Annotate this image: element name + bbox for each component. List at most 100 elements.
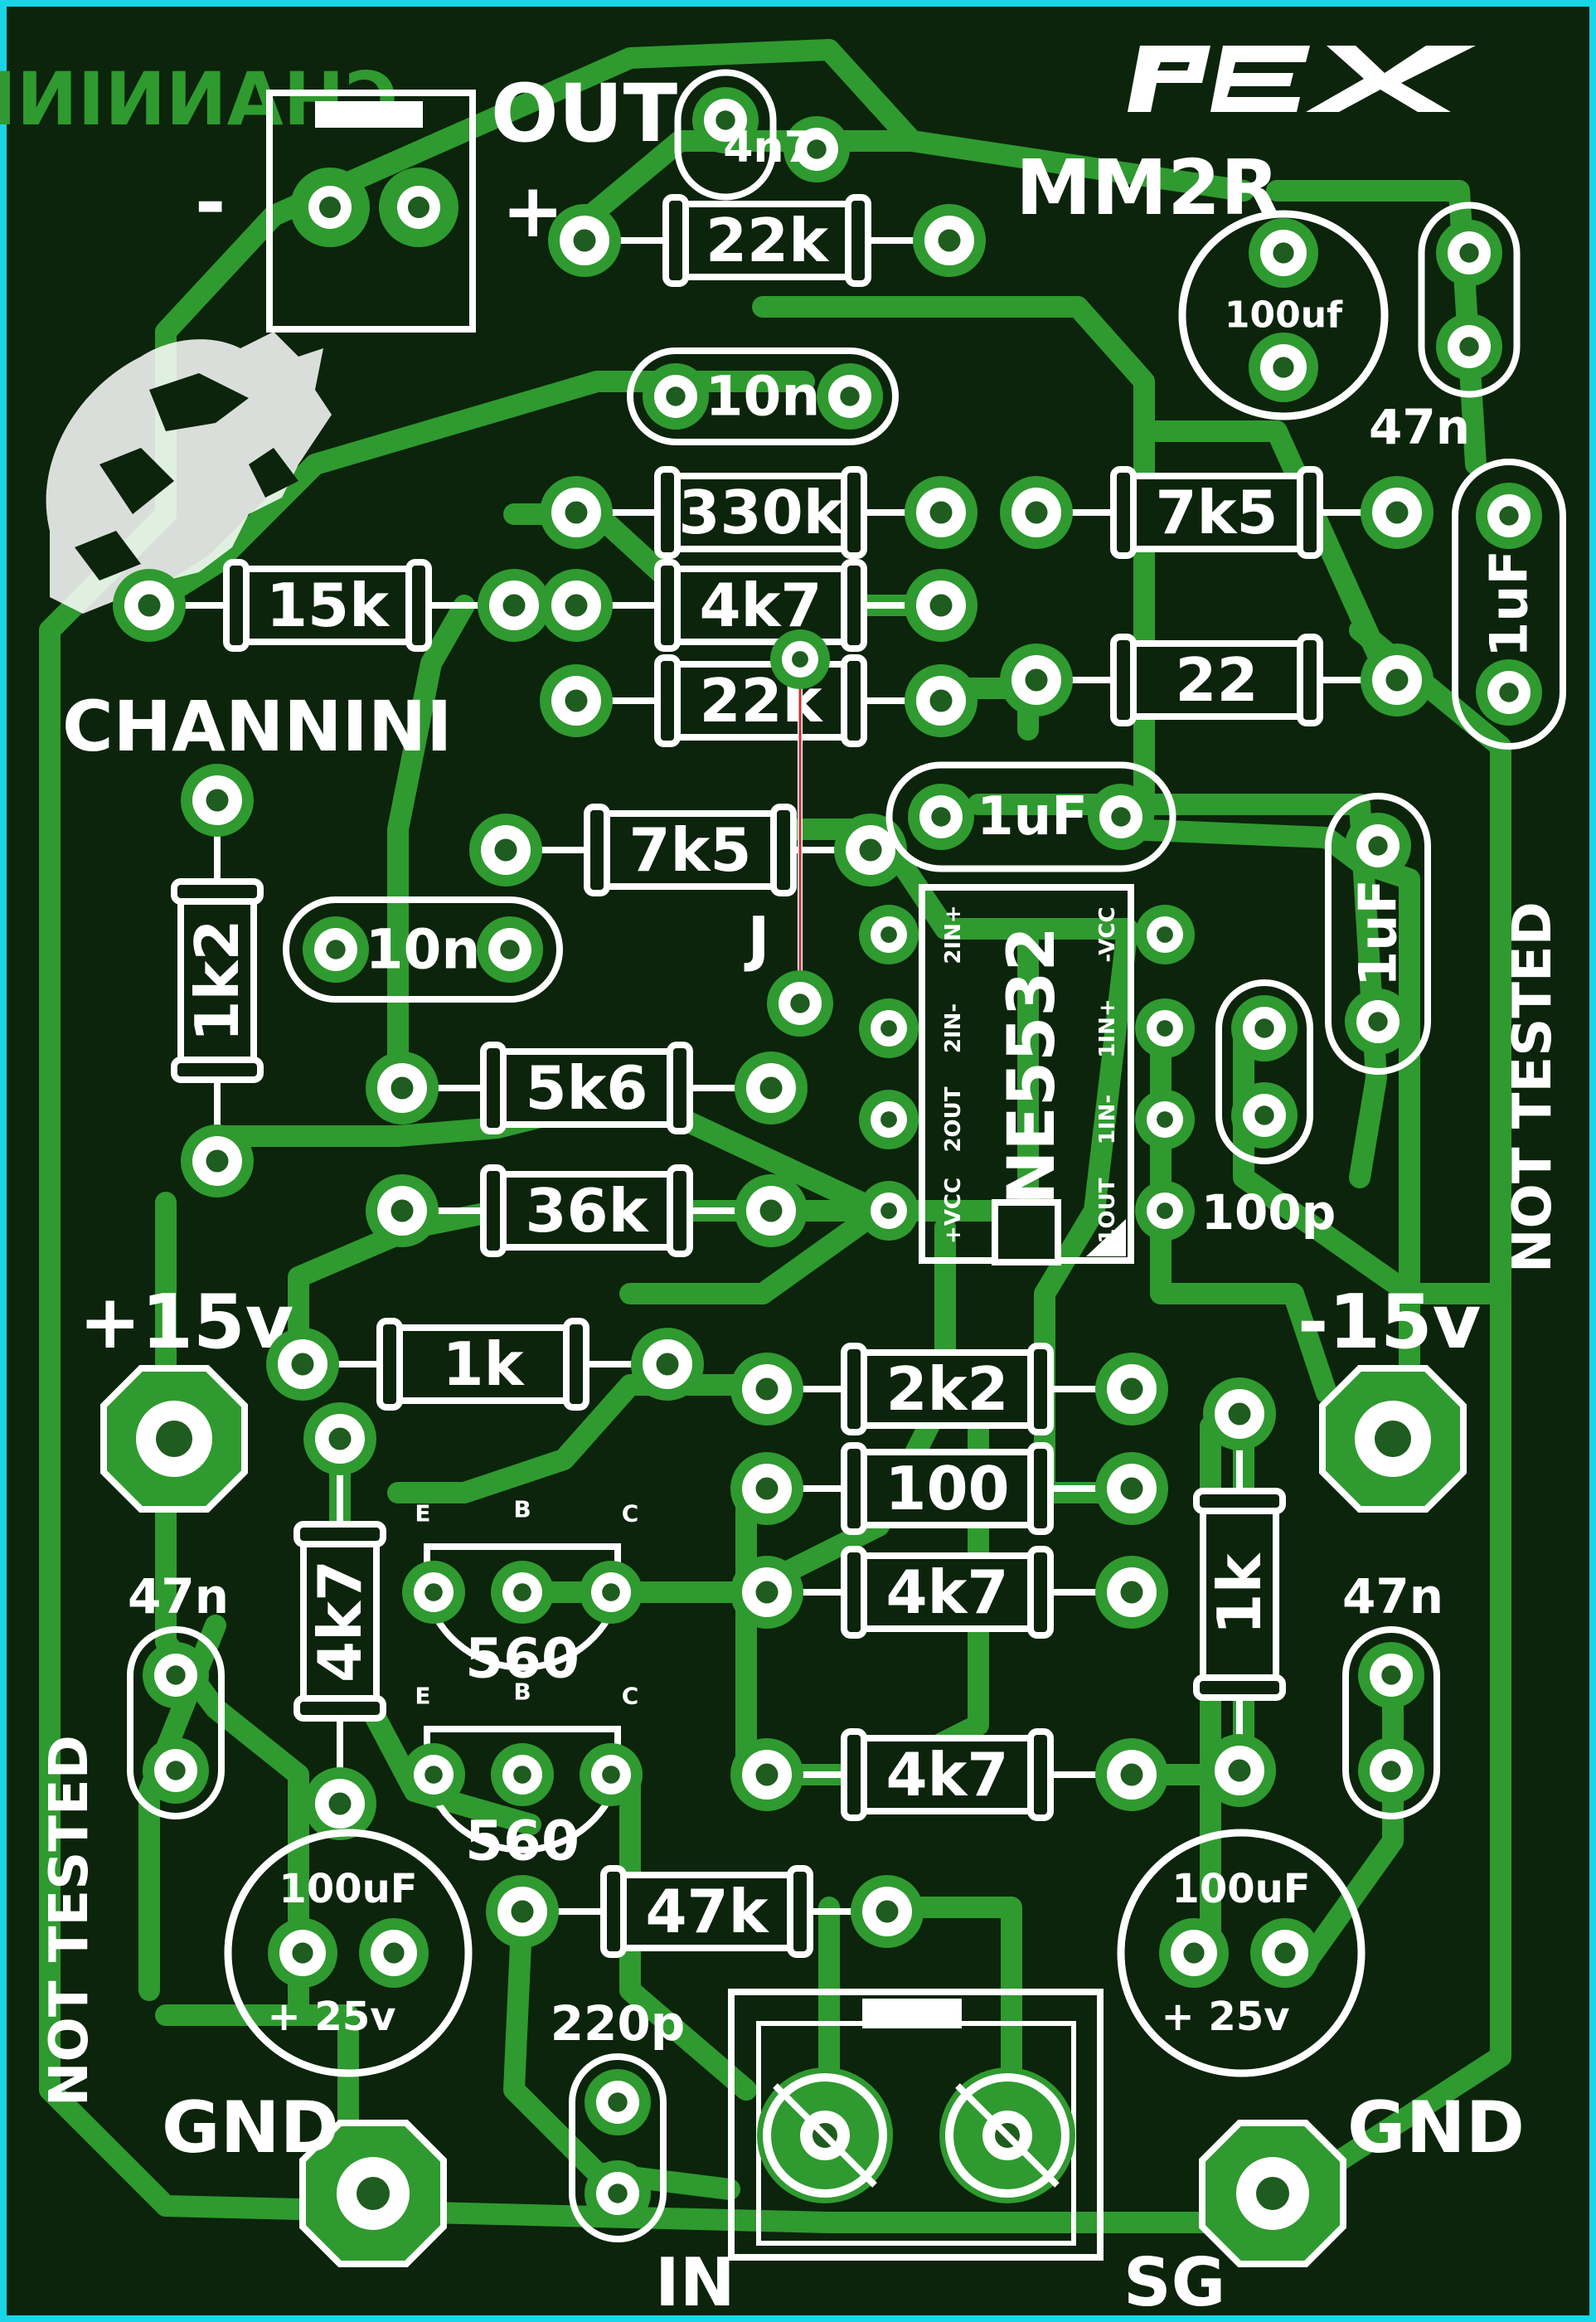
capacitor-value-c100uf_top: 100uf	[1225, 294, 1343, 337]
resistor-value-r2k2: 2k2	[885, 1354, 1008, 1424]
capacitor-value-c4n7: 4n7	[723, 123, 813, 172]
ic-pin-right-label: -VCC	[1095, 906, 1120, 962]
capacitor-c100p[interactable]	[1215, 979, 1313, 1164]
resistor-r4k7_b[interactable]: 4k7	[730, 1728, 1168, 1821]
transistor-emitter-label: E	[415, 1500, 430, 1528]
capacitor-c4n7[interactable]: 4n7	[674, 69, 851, 201]
resistor-r5k6[interactable]: 5k6	[366, 1042, 808, 1134]
transistor-value-label: 560	[465, 1627, 580, 1691]
resistor-r4k7_vert[interactable]: 4k7	[293, 1402, 386, 1840]
minus15v-label: -15v	[1298, 1279, 1481, 1366]
resistor-r4k7_a[interactable]: 4k7	[730, 1546, 1168, 1639]
input-connector[interactable]	[728, 1989, 1104, 2261]
capacitor-c100uf_left[interactable]: 100uF + 25v	[224, 1829, 473, 2077]
resistor-r7k5_top[interactable]: 7k5	[1000, 466, 1433, 559]
capacitor-value-c47n_left: 47n	[128, 1568, 229, 1625]
model-label: MM2R	[1016, 143, 1279, 232]
sg-label: SG	[1123, 2244, 1225, 2321]
not-tested-right-label: NOT TESTED	[1502, 901, 1564, 1273]
ic-name-label: NE5532	[995, 926, 1070, 1205]
component-layer: 22k 330k 7k5 15k 4k7 22k 22 7k5 1k2 5k6 36k 1k 2k2 10…	[113, 69, 1566, 2242]
resistor-r7k5_mid[interactable]: 7k5	[469, 804, 907, 896]
out-minus-label: -	[195, 159, 226, 246]
capacitor-c47n_top[interactable]	[1418, 202, 1521, 398]
resistor-r22[interactable]: 22	[1000, 634, 1433, 726]
capacitor-c1uf_mid[interactable]: 1uF	[885, 761, 1176, 872]
capacitor-c100uf_top[interactable]: 100uf	[1178, 210, 1389, 420]
capacitor-value-c25v_left: + 25v	[267, 1994, 395, 2040]
capacitor-value-c47n_right: 47n	[1342, 1568, 1443, 1625]
resistor-r22k_mid[interactable]: 22k	[540, 654, 977, 747]
dragon-emblem-icon	[46, 332, 332, 614]
out-connector[interactable]	[266, 90, 476, 333]
plus15v-terminal[interactable]	[100, 1365, 248, 1513]
resistor-r36k[interactable]: 36k	[366, 1164, 808, 1257]
capacitor-value-c1uf_mid: 1uF	[977, 786, 1088, 848]
apex-logo: APEX	[1128, 46, 1476, 112]
capacitor-value-c10n_top: 10n	[706, 365, 821, 429]
resistor-r1k_right[interactable]: 1k	[1193, 1377, 1286, 1807]
resistor-r4k7_top[interactable]: 4k7	[540, 559, 977, 652]
gnd-right-terminal[interactable]	[1199, 2120, 1346, 2267]
resistor-r22k_top[interactable]: 22k	[548, 194, 986, 287]
resistor-value-r15k: 15k	[266, 571, 391, 640]
capacitor-c10n_top[interactable]: 10n	[627, 347, 899, 445]
resistor-value-r22: 22	[1175, 645, 1258, 715]
resistor-r330k[interactable]: 330k	[540, 466, 977, 559]
resistor-r100[interactable]: 100	[730, 1442, 1168, 1535]
jumper-j[interactable]: J	[744, 629, 833, 1037]
capacitor-c100uf_right[interactable]: 100uF + 25v	[1117, 1829, 1366, 2077]
resistor-value-r36k: 36k	[525, 1176, 649, 1246]
resistor-r47k[interactable]: 47k	[486, 1865, 924, 1958]
resistor-r1k2[interactable]: 1k2	[171, 764, 264, 1197]
jumper-label: J	[744, 904, 770, 974]
minus15v-terminal[interactable]	[1319, 1365, 1467, 1513]
maker-mirrored-label: CHANNINI	[0, 56, 398, 142]
capacitor-value-c220p: 220p	[551, 1995, 686, 2052]
ic-pin-left-label: 2IN-	[941, 1003, 966, 1053]
capacitor-c1uf_right[interactable]: 1uF	[1452, 459, 1566, 750]
resistor-value-r7k5_mid: 7k5	[628, 815, 751, 885]
capacitor-value-c47n_top: 47n	[1369, 399, 1470, 455]
capacitor-c10n_left[interactable]: 10n	[283, 896, 563, 1003]
resistor-r15k[interactable]: 15k	[113, 559, 551, 652]
capacitor-c220p[interactable]	[569, 2053, 667, 2242]
not-tested-left-label: NOT TESTED	[39, 1735, 100, 2106]
capacitor-value-c100uf_right: 100uF	[1172, 1866, 1310, 1912]
capacitor-value-c100uf_left: 100uF	[279, 1866, 417, 1912]
capacitor-c47n_left[interactable]	[127, 1626, 225, 1819]
transistor-value-label: 560	[465, 1810, 580, 1873]
transistor-collector-label: C	[622, 1500, 639, 1528]
gnd-right-label: GND	[1347, 2086, 1525, 2169]
transistor-base-label: B	[513, 1678, 531, 1706]
mirrored-maker-text: CHANNINI	[0, 56, 398, 142]
out-label: OUT	[491, 67, 677, 160]
resistor-value-r22k_top: 22k	[706, 206, 830, 275]
transistor-emitter-label: E	[415, 1683, 430, 1710]
in-label: IN	[655, 2244, 735, 2321]
resistor-r2k2[interactable]: 2k2	[730, 1343, 1168, 1435]
resistor-value-r4k7_vert: 4k7	[305, 1560, 375, 1683]
resistor-value-r4k7_a: 4k7	[885, 1557, 1008, 1627]
resistor-value-r1k2: 1k2	[182, 919, 252, 1042]
resistor-r1k_left[interactable]: 1k	[266, 1318, 704, 1411]
resistor-value-r330k: 330k	[678, 478, 844, 547]
capacitor-value-c10n_left: 10n	[366, 918, 481, 982]
capacitor-value-c1uf_right: 1uF	[1479, 550, 1540, 658]
capacitor-value-c100p: 100p	[1201, 1184, 1336, 1241]
gnd-left-terminal[interactable]	[299, 2120, 447, 2267]
maker-label: CHANNINI	[62, 686, 452, 767]
capacitor-c1uf_vert[interactable]: 1uF	[1325, 793, 1431, 1075]
resistor-value-r4k7_top: 4k7	[699, 571, 822, 640]
resistor-value-r100: 100	[885, 1454, 1009, 1523]
plus15v-label: +15v	[79, 1279, 293, 1366]
ic-pin-right-label: 1IN+	[1095, 998, 1120, 1057]
capacitor-c47n_right[interactable]	[1342, 1626, 1440, 1819]
ic-pin-left-label: 2IN+	[941, 905, 966, 964]
capacitor-value-c25v_right: + 25v	[1161, 1994, 1289, 2040]
